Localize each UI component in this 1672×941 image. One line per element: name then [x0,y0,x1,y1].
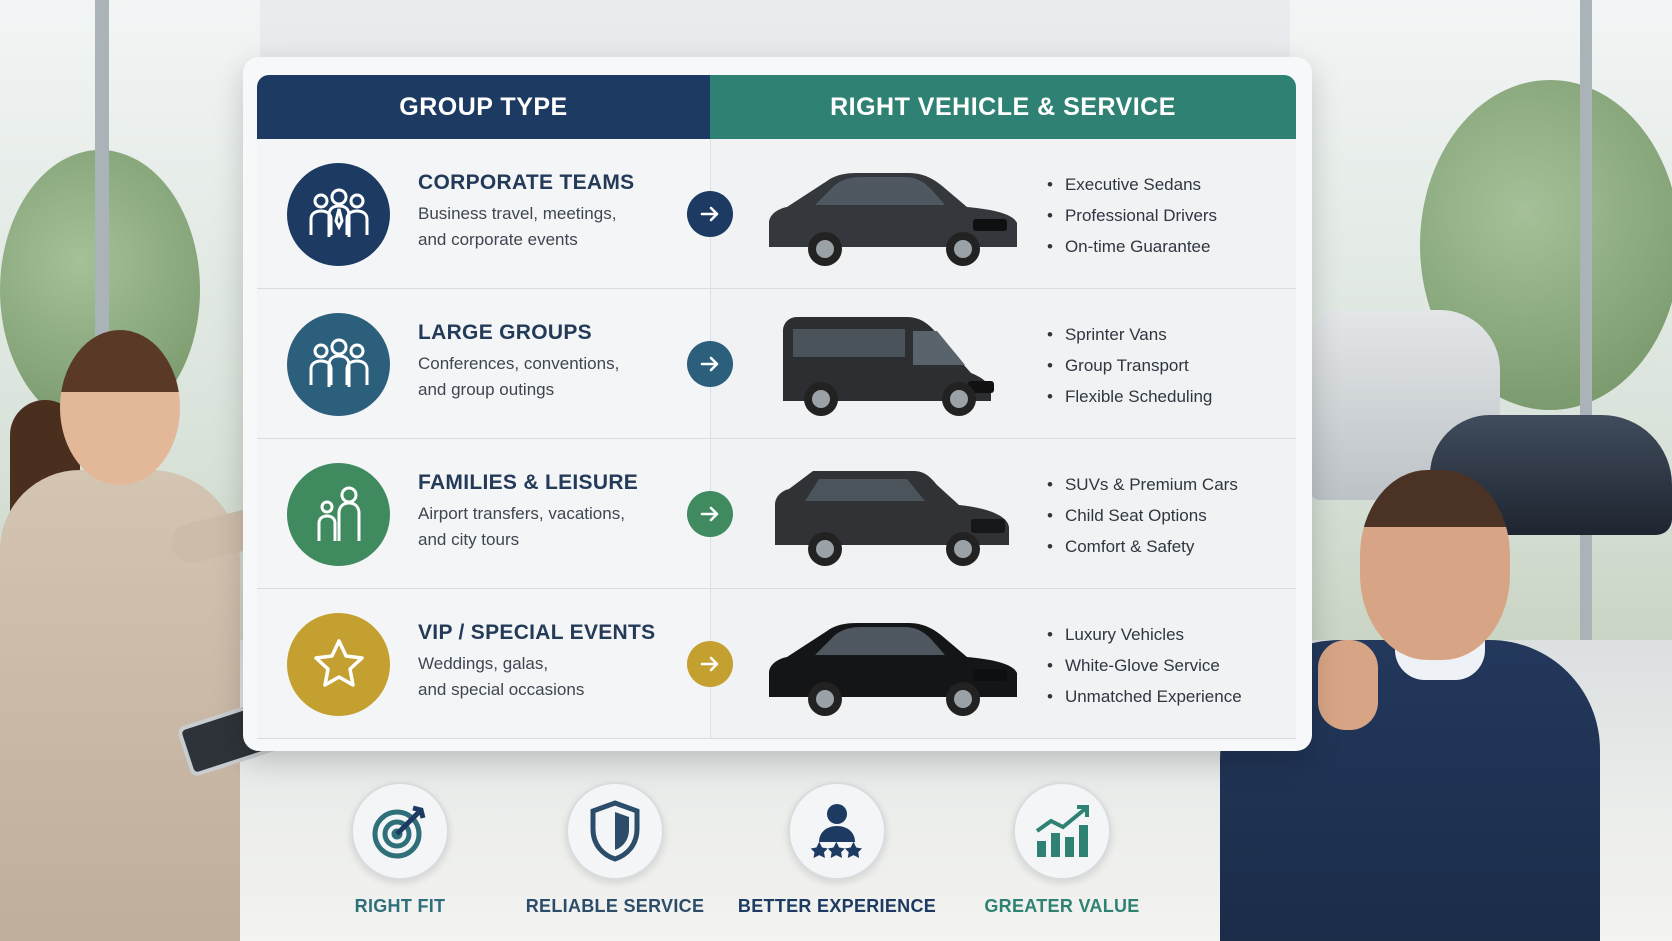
group-row: LARGE GROUPS Conferences, conventions, a… [257,289,1296,439]
feature-item: Flexible Scheduling [1047,381,1212,412]
group-description-line: Airport transfers, vacations, [418,504,625,523]
family-icon [287,463,390,566]
group-description-line: and group outings [418,380,555,399]
benefit-label: GREATER VALUE [984,896,1140,916]
group-description-line: and corporate events [418,230,578,249]
benefit-item: RELIABLE SERVICE [515,782,715,917]
growth-chart-icon [1013,782,1111,880]
group-row: VIP / SPECIAL EVENTS Weddings, galas, an… [257,589,1296,739]
group-title: VIP / SPECIAL EVENTS [418,621,656,644]
client-head [1360,470,1510,660]
sedan-image [763,161,1023,271]
group-type-cell: VIP / SPECIAL EVENTS Weddings, galas, an… [257,589,710,738]
group-title: LARGE GROUPS [418,321,592,344]
luxury-sedan-image [763,611,1023,721]
star-icon [287,613,390,716]
feature-item: On-time Guarantee [1047,231,1217,262]
vehicle-service-cell: Sprinter VansGroup TransportFlexible Sch… [710,289,1296,438]
group-type-cell: CORPORATE TEAMS Business travel, meeting… [257,139,710,288]
benefit-label: RIGHT FIT [354,896,446,916]
feature-list: Executive SedansProfessional DriversOn-t… [1047,169,1217,262]
arrow-right-icon [687,341,733,387]
presenter-head [60,330,180,485]
vehicle-service-cell: Executive SedansProfessional DriversOn-t… [710,139,1296,288]
group-type-cell: FAMILIES & LEISURE Airport transfers, va… [257,439,710,588]
feature-item: Luxury Vehicles [1047,619,1242,650]
suv-image [763,461,1023,571]
feature-list: Sprinter VansGroup TransportFlexible Sch… [1047,319,1212,412]
group-description-line: Weddings, galas, [418,654,549,673]
group-description-line: Conferences, conventions, [418,354,620,373]
group-description-line: and city tours [418,530,520,549]
benefit-label: BETTER EXPERIENCE [737,896,937,916]
corporate-team-icon [287,163,390,266]
person-stars-icon [788,782,886,880]
benefit-label: RELIABLE SERVICE [525,896,705,916]
header-vehicle-service: RIGHT VEHICLE & SERVICE [710,75,1296,139]
header-group-type: GROUP TYPE [257,75,710,139]
vehicle-service-cell: Luxury VehiclesWhite-Glove ServiceUnmatc… [710,589,1296,738]
arrow-right-icon [687,191,733,237]
feature-item: Sprinter Vans [1047,319,1212,350]
group-title: CORPORATE TEAMS [418,171,635,194]
benefit-item: RIGHT FIT [300,782,500,917]
arrow-right-icon [687,491,733,537]
window-frame [1580,0,1592,640]
benefit-item: GREATER VALUE [962,782,1162,917]
group-description: Business travel, meetings, and corporate… [418,201,678,253]
group-row: CORPORATE TEAMS Business travel, meeting… [257,139,1296,289]
feature-item: White-Glove Service [1047,650,1242,681]
group-row: FAMILIES & LEISURE Airport transfers, va… [257,439,1296,589]
target-icon [351,782,449,880]
feature-item: Group Transport [1047,350,1212,381]
feature-list: Luxury VehiclesWhite-Glove ServiceUnmatc… [1047,619,1242,712]
group-title: FAMILIES & LEISURE [418,471,639,494]
feature-item: Comfort & Safety [1047,531,1238,562]
group-description: Weddings, galas, and special occasions [418,651,678,703]
feature-item: Child Seat Options [1047,500,1238,531]
group-description: Airport transfers, vacations, and city t… [418,501,678,553]
group-description: Conferences, conventions, and group outi… [418,351,678,403]
shield-icon [566,782,664,880]
feature-item: Unmatched Experience [1047,681,1242,712]
group-description-line: and special occasions [418,680,585,699]
client-hand [1318,640,1378,730]
feature-item: Professional Drivers [1047,200,1217,231]
group-type-cell: LARGE GROUPS Conferences, conventions, a… [257,289,710,438]
feature-list: SUVs & Premium CarsChild Seat OptionsCom… [1047,469,1238,562]
feature-item: SUVs & Premium Cars [1047,469,1238,500]
large-group-icon [287,313,390,416]
benefit-item: BETTER EXPERIENCE [737,782,937,917]
arrow-right-icon [687,641,733,687]
vehicle-service-cell: SUVs & Premium CarsChild Seat OptionsCom… [710,439,1296,588]
feature-item: Executive Sedans [1047,169,1217,200]
van-image [763,311,1023,421]
group-description-line: Business travel, meetings, [418,204,617,223]
